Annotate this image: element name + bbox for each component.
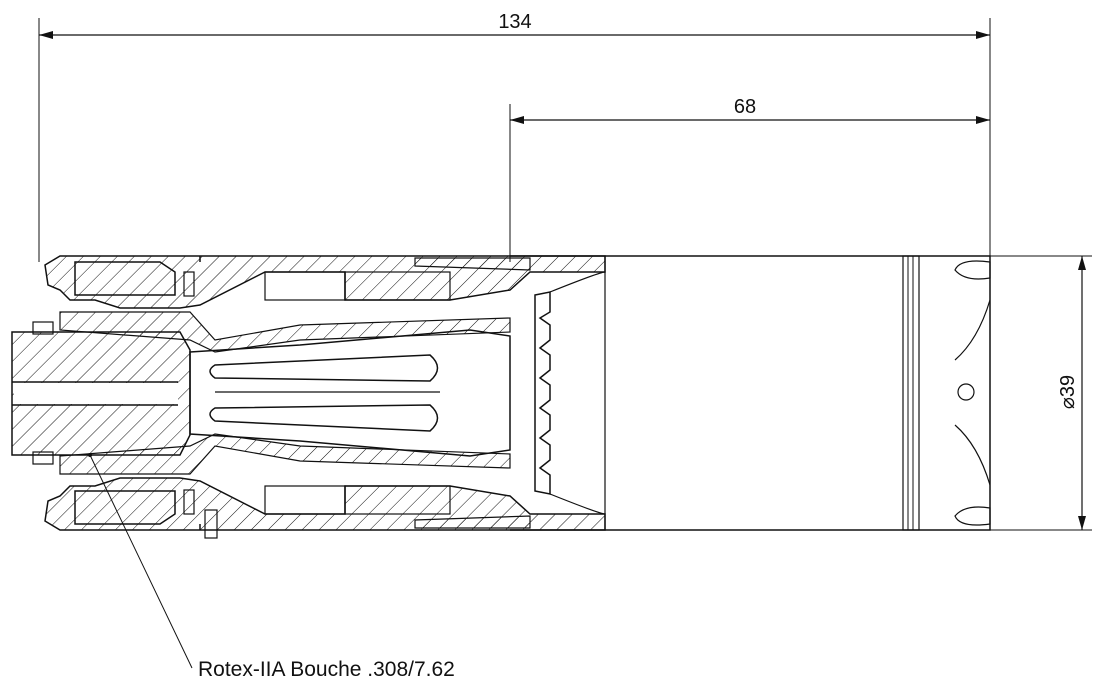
brake-outer-tube <box>510 255 991 531</box>
inner-sleeve-top <box>59 311 511 353</box>
diameter-value: 39 <box>1057 375 1079 397</box>
outer-sleeve-bottom <box>414 515 531 529</box>
lock-ring-bottom <box>74 490 176 525</box>
body-bottom-hatched <box>44 477 606 531</box>
collet-body <box>189 329 511 457</box>
front-baffle <box>534 291 551 495</box>
dimension-overall-length: 134 <box>38 11 991 262</box>
brake-length-value: 68 <box>734 96 756 118</box>
vent-hole <box>957 383 975 401</box>
set-screw <box>204 509 218 539</box>
overall-length-value: 134 <box>498 11 531 33</box>
callout-label: Rotex-IIA Bouche .308/7.62 <box>198 658 455 681</box>
diameter-label: ⌀39 <box>1057 375 1079 409</box>
crown-tooth-top <box>954 260 991 280</box>
dimension-diameter: ⌀39 <box>920 255 1092 531</box>
front-ring-groove <box>902 255 920 531</box>
lock-ring-top <box>74 261 176 296</box>
callout: Rotex-IIA Bouche .308/7.62 <box>88 453 455 681</box>
callout-leader-line <box>89 454 193 669</box>
crown-tooth-bottom <box>954 506 991 526</box>
dimension-brake-length: 68 <box>509 96 990 262</box>
body-top-hatched <box>44 255 606 309</box>
collet-slot-bottom <box>209 404 439 432</box>
diameter-symbol: ⌀ <box>1057 397 1079 409</box>
inner-sleeve-bottom <box>59 433 511 475</box>
muzzle-device-section <box>11 255 991 539</box>
collet-slot-top <box>209 354 439 382</box>
outer-sleeve-top <box>414 257 531 271</box>
